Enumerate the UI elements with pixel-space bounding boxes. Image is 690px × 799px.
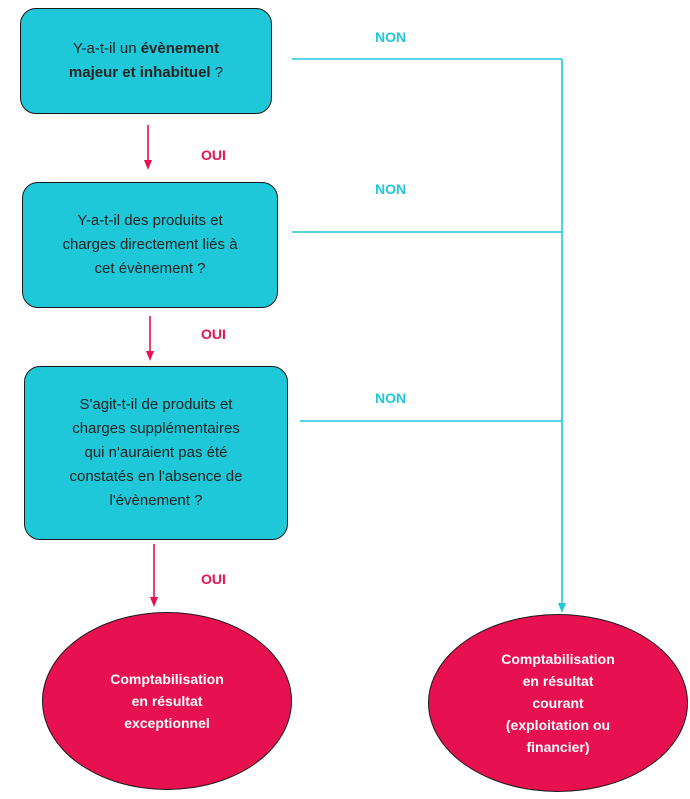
result-exc-line-1: Comptabilisation [110, 671, 224, 687]
result-cour-line-3: courant [532, 695, 584, 711]
non-label-1: NON [375, 29, 407, 45]
result-cour-line-2: en résultat [522, 673, 594, 689]
result-cour-line-4: (exploitation ou [505, 717, 611, 733]
q3-line-2: charges supplémentaires [72, 420, 240, 437]
result-exceptionnel-ellipse: Comptabilisation en résultat exceptionne… [42, 612, 292, 790]
q3-line-3: qui n'auraient pas été [84, 444, 228, 461]
non-label-3: NON [375, 390, 407, 406]
result-cour-line-1: Comptabilisation [501, 651, 615, 667]
question-box-1: Y-a-t-il un évènement majeur et inhabitu… [20, 8, 272, 114]
oui-label-3: OUI [201, 571, 226, 587]
q2-line-2: charges directement liés à [62, 236, 238, 253]
q1-text-bold1: évènement [140, 40, 220, 57]
q3-line-1: S'agit-t-il de produits et [79, 396, 233, 413]
result-exc-line-3: exceptionnel [124, 715, 210, 731]
oui-label-1: OUI [201, 147, 226, 163]
q2-line-1: Y-a-t-il des produits et [77, 212, 223, 229]
q2-line-3: cet évènement ? [94, 260, 206, 277]
result-cour-line-5: financier) [526, 739, 590, 755]
q1-text-post: ? [210, 64, 224, 81]
oui-label-2: OUI [201, 326, 226, 342]
q1-text-bold2: majeur et inhabituel [68, 64, 211, 81]
q3-line-5: l'évènement ? [109, 492, 203, 509]
non-label-2: NON [375, 181, 407, 197]
q3-line-4: constatés en l'absence de [69, 468, 243, 485]
question-box-2: Y-a-t-il des produits et charges directe… [22, 182, 278, 308]
result-courant-ellipse: Comptabilisation en résultat courant (ex… [428, 614, 688, 792]
q1-text-pre: Y-a-t-il un [72, 40, 141, 57]
question-box-3: S'agit-t-il de produits et charges suppl… [24, 366, 288, 540]
result-exc-line-2: en résultat [131, 693, 203, 709]
